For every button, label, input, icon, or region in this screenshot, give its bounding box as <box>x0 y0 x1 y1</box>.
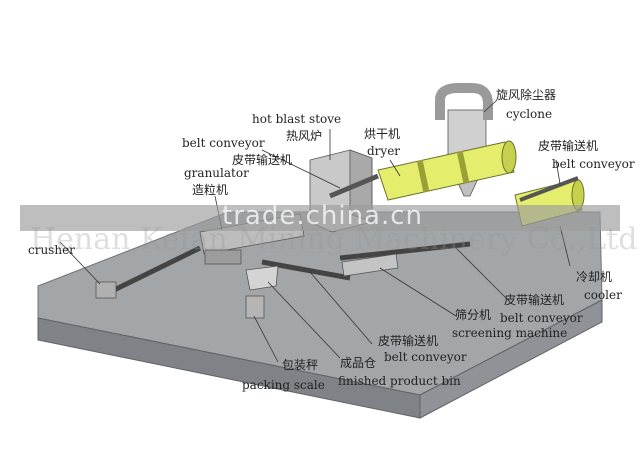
screening-machine <box>341 253 399 277</box>
label-belt-conveyor-1-cn: 皮带输送机 <box>232 153 293 167</box>
platform-right-side <box>419 299 603 419</box>
leader-dryer <box>389 159 401 177</box>
belt-conveyor-product-bin <box>261 259 351 281</box>
label-cyclone-cn: 旋风除尘器 <box>496 88 557 102</box>
leader-cooler <box>559 225 571 267</box>
crusher <box>95 281 117 299</box>
belt-conveyor-screening <box>339 241 471 261</box>
label-belt-conveyor-4-cn: 皮带输送机 <box>378 334 439 348</box>
leader-cyclone <box>483 99 498 113</box>
cyclone-pipe <box>435 83 493 120</box>
leader-product-bin <box>267 281 341 359</box>
label-dryer-en: dryer <box>367 144 401 158</box>
watermark-band <box>20 205 620 231</box>
leader-belt-conveyor-1 <box>261 149 341 189</box>
label-belt-conveyor-1-en: belt conveyor <box>182 136 265 150</box>
label-screening-cn: 筛分机 <box>455 308 492 322</box>
label-packing-scale-cn: 包装秤 <box>282 358 319 372</box>
leader-belt-conveyor-3 <box>455 247 509 301</box>
leader-crusher <box>59 241 101 285</box>
label-belt-conveyor-2-cn: 皮带输送机 <box>538 139 599 153</box>
belt-conveyor-crusher <box>108 245 202 295</box>
leader-belt-conveyor-4 <box>309 271 373 345</box>
label-belt-conveyor-3-en: belt conveyor <box>500 311 583 325</box>
belt-conveyor-granulator <box>329 173 379 199</box>
label-belt-conveyor-4-en: belt conveyor <box>384 350 467 364</box>
leader-screening <box>379 267 457 317</box>
packing-scale <box>245 295 265 319</box>
leader-packing-scale <box>253 315 279 363</box>
label-belt-conveyor-2-en: belt conveyor <box>552 157 635 171</box>
dryer-ring-2 <box>456 150 470 184</box>
label-crusher-en: crusher <box>28 243 75 257</box>
label-cooler-en: cooler <box>584 288 622 302</box>
finished-product-bin <box>245 265 279 291</box>
dryer-drum-end <box>501 140 517 174</box>
granulator-base <box>204 249 242 265</box>
label-cooler-cn: 冷却机 <box>576 270 613 284</box>
label-granulator-cn: 造粒机 <box>192 183 229 197</box>
watermark-company: Henan Kefan Mining Machinery Co.,Ltd <box>30 222 638 257</box>
label-cyclone-en: cyclone <box>506 107 553 121</box>
label-belt-conveyor-3-cn: 皮带输送机 <box>504 293 565 307</box>
watermark-site: trade.china.cn <box>222 201 424 231</box>
label-dryer-cn: 烘干机 <box>364 127 401 141</box>
label-screening-en: screening machine <box>452 326 568 340</box>
label-hot-blast-stove-cn: 热风炉 <box>286 129 323 143</box>
label-hot-blast-stove-en: hot blast stove <box>252 112 342 126</box>
label-packing-scale-en: packing scale <box>242 378 325 392</box>
label-granulator-en: granulator <box>184 166 249 180</box>
leader-belt-conveyor-2 <box>555 159 561 185</box>
belt-conveyor-cooler <box>519 176 579 202</box>
label-product-bin-cn: 成品仓 <box>340 356 377 370</box>
dryer-ring-1 <box>416 159 430 193</box>
label-product-bin-en: finished product bin <box>338 374 461 388</box>
